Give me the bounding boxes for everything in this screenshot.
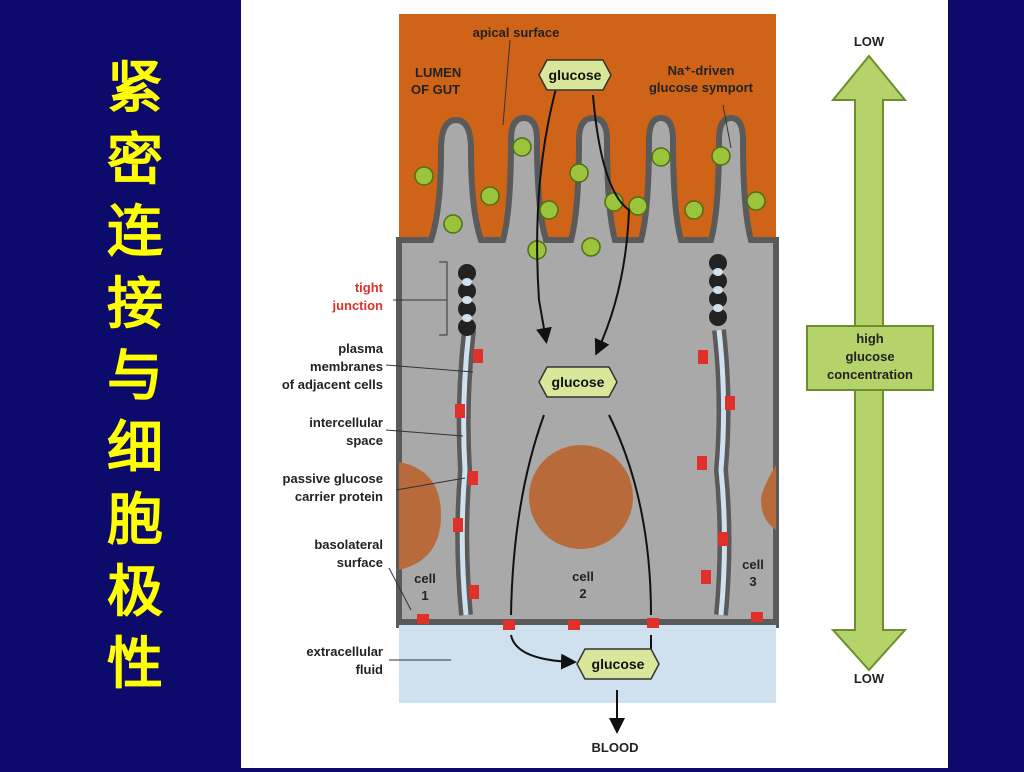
label-low-bottom: LOW [854, 671, 885, 686]
title-char: 胞 [107, 487, 163, 553]
slide-title: 紧 密 连 接 与 细 胞 极 性 [100, 52, 170, 700]
label-cell-2b: 2 [579, 586, 586, 601]
title-char: 细 [107, 415, 163, 481]
label-passive-2: carrier protein [295, 489, 383, 504]
na-glucose-symports [414, 137, 766, 260]
label-blood: BLOOD [592, 740, 639, 755]
glucose-box-bottom: glucose [576, 648, 660, 680]
passive-carriers [417, 349, 763, 630]
label-symport-1: Na⁺-driven [668, 63, 735, 78]
epithelium-diagram: glucose glucose glucose apical surface L… [282, 14, 934, 755]
label-symport-2: glucose symport [649, 80, 754, 95]
glucose-box-middle: glucose [538, 366, 618, 398]
label-extracellular-2: fluid [356, 662, 383, 677]
nucleus-cell-1 [399, 462, 441, 570]
label-low-top: LOW [854, 34, 885, 49]
label-intercellular-2: space [346, 433, 383, 448]
label-tight-1: tight [355, 280, 384, 295]
label-tight-2: junction [331, 298, 383, 313]
label-cell-1b: 1 [421, 588, 428, 603]
label-plasma-3: of adjacent cells [282, 377, 383, 392]
title-char: 接 [107, 271, 163, 337]
svg-text:glucose: glucose [552, 374, 605, 390]
tight-junction-left [458, 264, 476, 336]
label-basolateral-1: basolateral [314, 537, 383, 552]
diagram-panel: glucose glucose glucose apical surface L… [241, 0, 948, 768]
label-high-3: concentration [827, 367, 913, 382]
label-cell-3b: 3 [749, 574, 756, 589]
title-char: 紧 [107, 55, 163, 121]
title-char: 与 [107, 343, 163, 409]
label-plasma-2: membranes [310, 359, 383, 374]
nucleus-cell-3 [761, 465, 776, 530]
tight-junction-right [709, 254, 727, 326]
svg-text:glucose: glucose [549, 67, 602, 83]
title-char: 极 [107, 559, 163, 625]
label-apical-surface: apical surface [473, 25, 560, 40]
label-high-1: high [856, 331, 883, 346]
title-char: 密 [107, 127, 163, 193]
label-extracellular-1: extracellular [306, 644, 383, 659]
label-lumen-2: OF GUT [411, 82, 460, 97]
label-passive-1: passive glucose [283, 471, 383, 486]
nucleus-cell-2 [529, 445, 633, 549]
svg-text:glucose: glucose [592, 656, 645, 672]
label-basolateral-2: surface [337, 555, 383, 570]
glucose-box-top: glucose [538, 59, 612, 91]
label-lumen-1: LUMEN [415, 65, 461, 80]
label-cell-3a: cell [742, 557, 764, 572]
title-char: 连 [107, 199, 163, 265]
label-plasma-1: plasma [338, 341, 384, 356]
label-cell-2a: cell [572, 569, 594, 584]
label-high-2: glucose [845, 349, 894, 364]
label-intercellular-1: intercellular [309, 415, 383, 430]
label-cell-1a: cell [414, 571, 436, 586]
title-char: 性 [107, 631, 163, 697]
glucose-gradient-arrow: LOW LOW high glucose concentration [806, 34, 934, 686]
